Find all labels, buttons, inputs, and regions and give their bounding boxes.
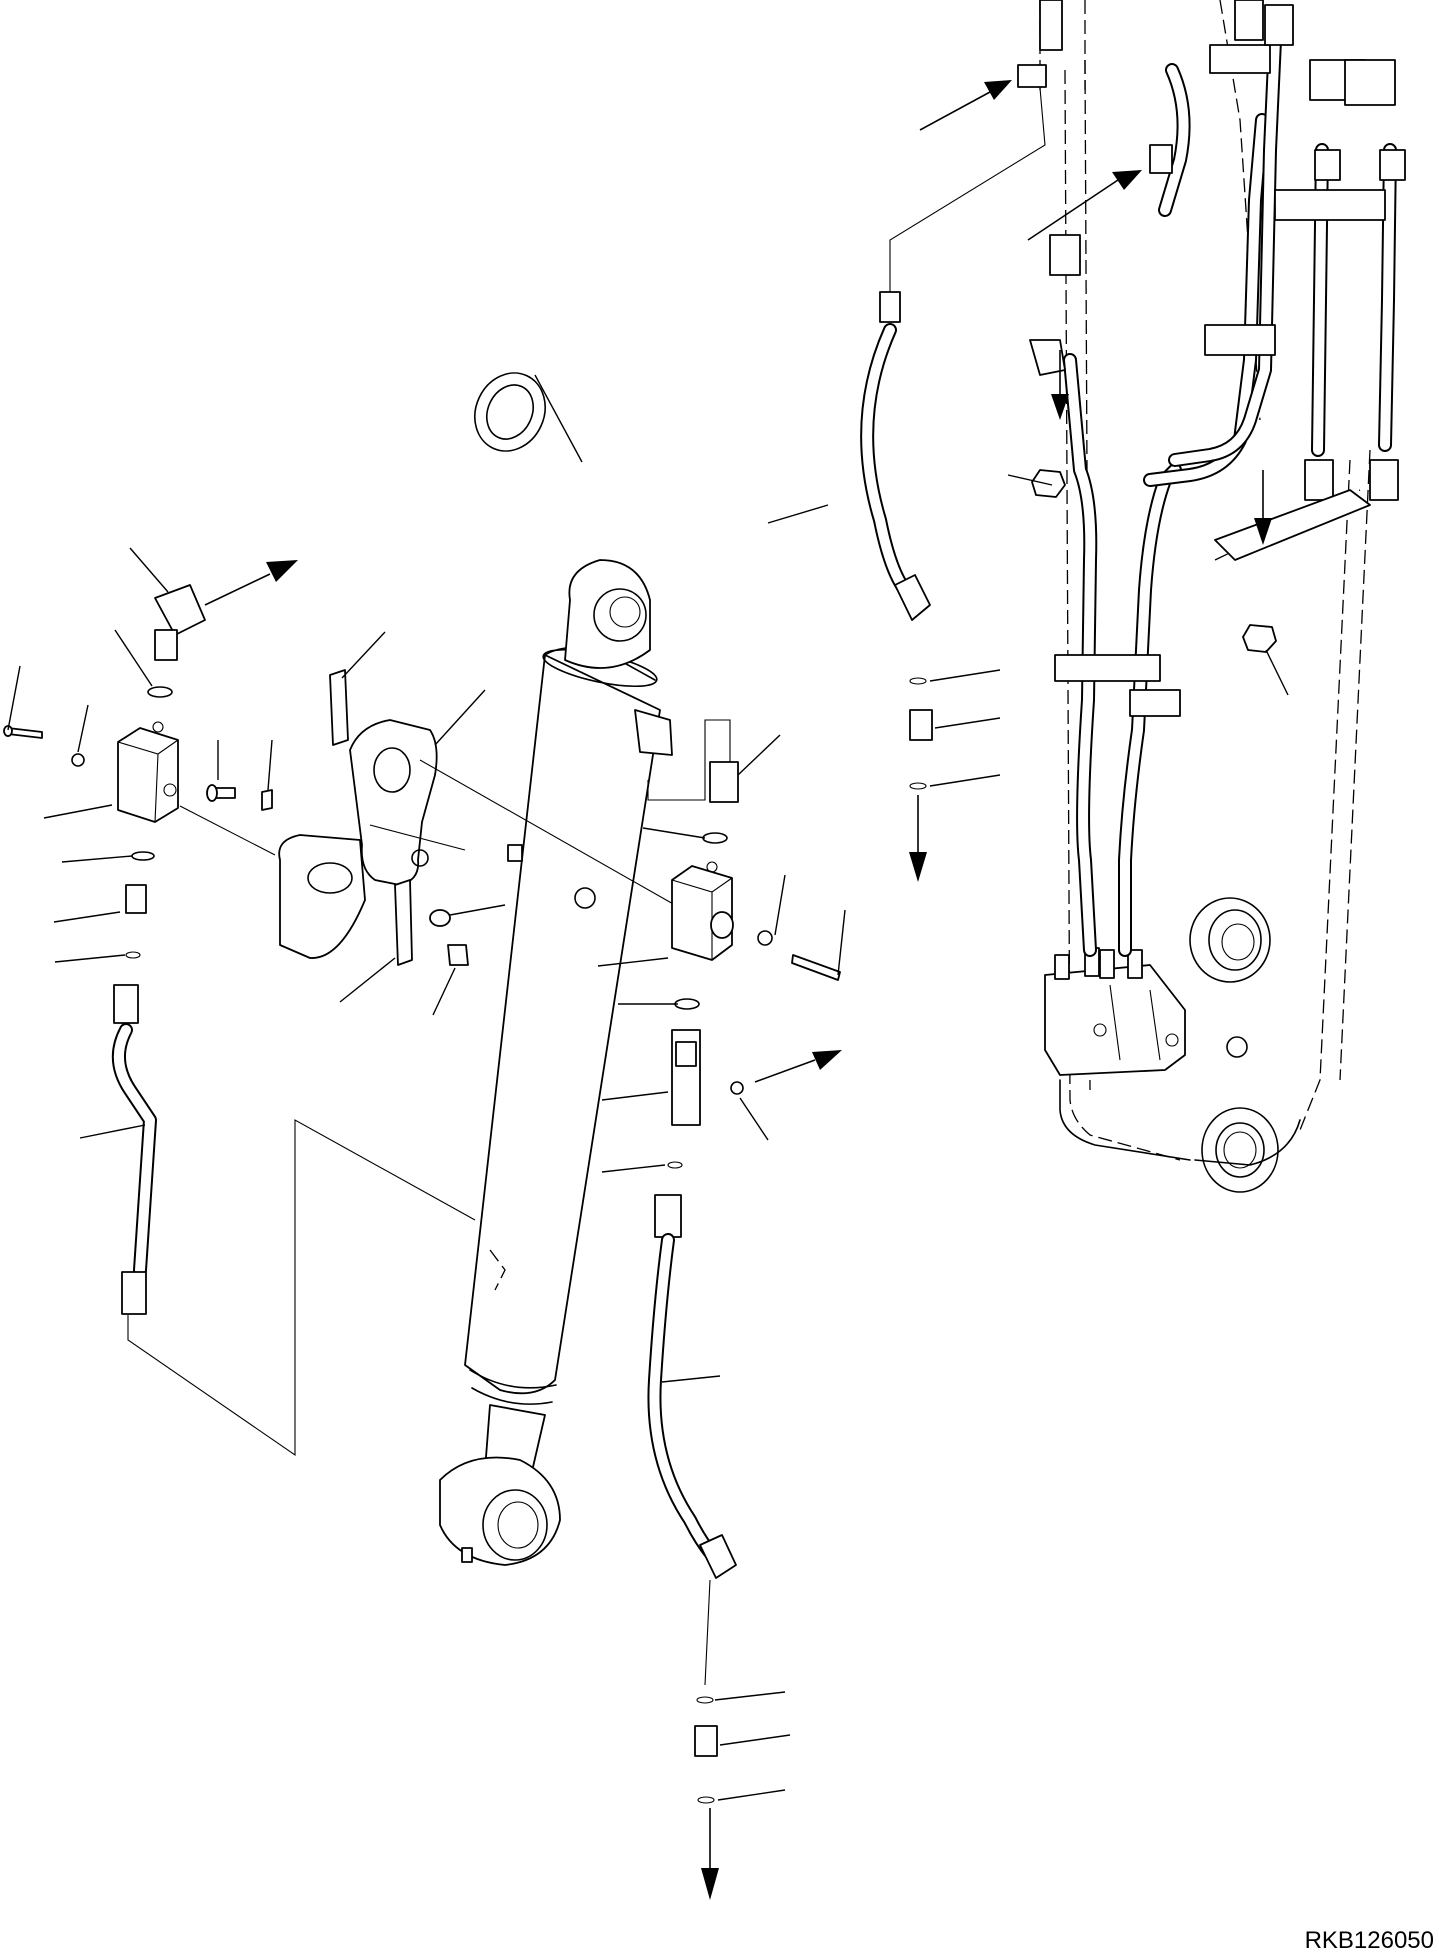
upper-right-hose-assembly [767,87,1046,882]
boom-assembly [919,0,1406,1193]
hydraulic-cylinder [439,559,673,1566]
right-block-assembly [597,719,846,1900]
figure-code: RKB126050 [1305,1927,1434,1954]
bracket-assembly [206,372,676,1016]
left-block-assembly [3,547,476,1457]
